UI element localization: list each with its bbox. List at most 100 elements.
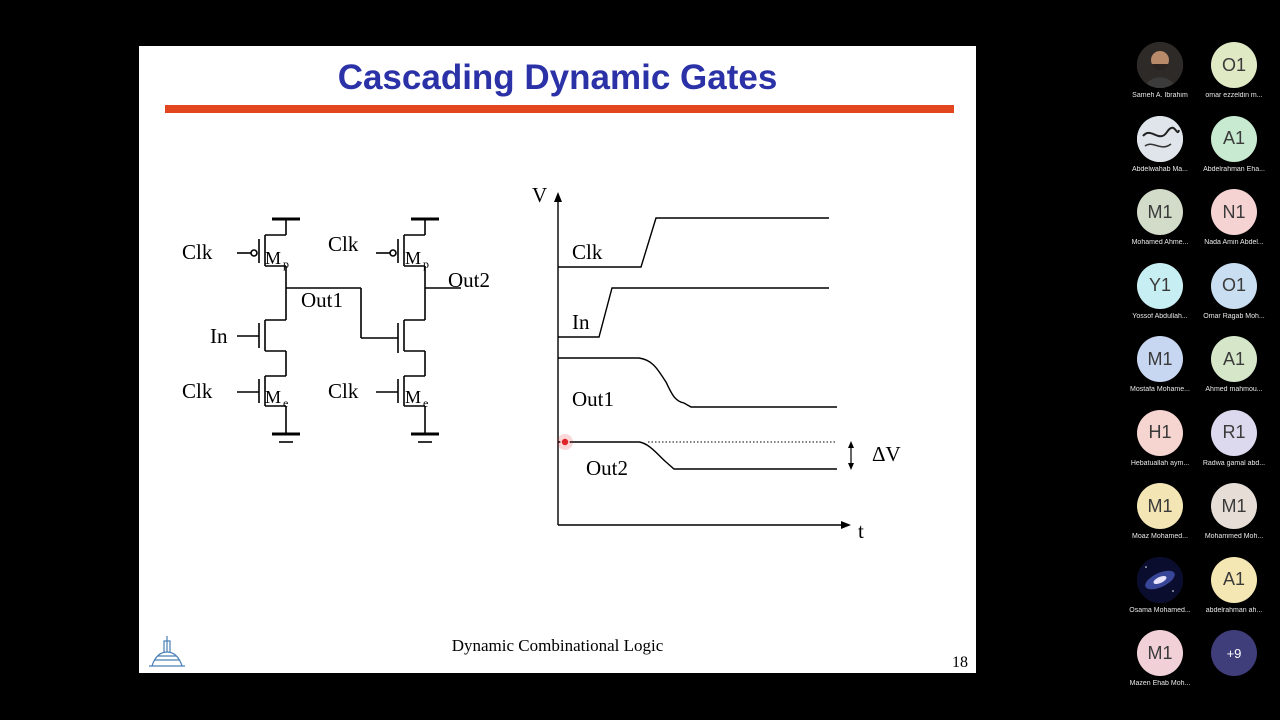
title-rule bbox=[165, 105, 954, 113]
clk-label-gate2-top: Clk bbox=[328, 232, 359, 256]
participant-name: Radwa gamal abd... bbox=[1202, 459, 1266, 467]
participant-name: abdelrahman ah... bbox=[1205, 606, 1263, 614]
v-axis-label: V bbox=[532, 183, 547, 207]
participant-tile[interactable]: O1 omar ezzeldin m... bbox=[1198, 42, 1270, 112]
avatar-initials: A1 bbox=[1222, 128, 1246, 148]
mp-label-gate1: M bbox=[265, 248, 281, 268]
participant-tile[interactable]: A1 abdelrahman ah... bbox=[1198, 556, 1270, 627]
dynamic-gate-1 bbox=[237, 217, 361, 443]
avatar: M1 bbox=[1211, 483, 1257, 529]
me-sub-gate1: e bbox=[283, 396, 288, 410]
more-participants-button[interactable]: +9 bbox=[1198, 630, 1270, 700]
in-waveform bbox=[558, 287, 829, 338]
avatar-initials: A1 bbox=[1222, 348, 1246, 369]
participant-name: Ahmed mahmou... bbox=[1205, 386, 1263, 393]
avatar-initials: M1 bbox=[1221, 495, 1247, 516]
avatar-initials: O1 bbox=[1221, 275, 1246, 295]
avatar: M1 bbox=[1137, 336, 1183, 382]
calligraphy-photo bbox=[1137, 115, 1183, 162]
avatar: +9 bbox=[1211, 630, 1257, 676]
delta-v-label: ΔV bbox=[872, 442, 901, 466]
participant-name: Moaz Mohamed... bbox=[1131, 533, 1189, 540]
in-wave-label: In bbox=[572, 310, 590, 334]
me-label-gate2: M bbox=[405, 387, 421, 407]
participant-name: Omar Ragab Moh... bbox=[1203, 312, 1265, 320]
participant-tile[interactable]: Osama Mohamed... bbox=[1124, 556, 1196, 627]
slide-title: Cascading Dynamic Gates bbox=[337, 58, 778, 97]
avatar-initials: N1 bbox=[1222, 201, 1246, 222]
avatar-initials: M1 bbox=[1147, 495, 1173, 516]
t-axis-label: t bbox=[858, 519, 864, 543]
avatar-initials: R1 bbox=[1222, 422, 1246, 442]
clk-label-gate2-bottom: Clk bbox=[328, 379, 359, 403]
avatar-initials: M1 bbox=[1147, 642, 1173, 663]
participant-name: Sameh A. Ibrahim bbox=[1132, 92, 1188, 99]
participant-name: Abdelwahab Ma... bbox=[1131, 165, 1189, 173]
avatar: R1 bbox=[1211, 409, 1257, 456]
slide-diagrams: Clk M p In Clk M e Out1 Clk M p Clk M e … bbox=[182, 183, 901, 543]
person-photo bbox=[1137, 42, 1183, 88]
clk-label-gate1-top: Clk bbox=[182, 240, 213, 264]
avatar: Y1 bbox=[1137, 262, 1183, 309]
galaxy-photo bbox=[1137, 556, 1183, 603]
avatar: M1 bbox=[1137, 483, 1183, 529]
avatar: M1 bbox=[1137, 189, 1183, 235]
out1-label-schematic: Out1 bbox=[301, 288, 343, 312]
clk-wave-label: Clk bbox=[572, 240, 603, 264]
participant-name: Mostafa Mohame... bbox=[1130, 386, 1190, 393]
in-label: In bbox=[210, 324, 228, 348]
participant-tile[interactable]: Sameh A. Ibrahim bbox=[1124, 42, 1196, 112]
mp-sub-gate2: p bbox=[423, 257, 429, 271]
timing-diagram bbox=[554, 192, 854, 529]
mp-sub-gate1: p bbox=[283, 257, 289, 271]
participant-tile[interactable]: Abdelwahab Ma... bbox=[1124, 115, 1196, 186]
out1-wave-label: Out1 bbox=[572, 387, 614, 411]
participant-name: Yossof Abdullah... bbox=[1132, 312, 1188, 320]
avatar: A1 bbox=[1211, 556, 1257, 603]
avatar: A1 bbox=[1211, 115, 1257, 162]
mp-label-gate2: M bbox=[405, 248, 421, 268]
avatar-initials: +9 bbox=[1226, 645, 1242, 661]
me-sub-gate2: e bbox=[423, 396, 428, 410]
avatar-initials: Y1 bbox=[1148, 275, 1172, 295]
avatar: H1 bbox=[1137, 409, 1183, 456]
clk-waveform bbox=[558, 217, 829, 268]
participant-name: omar ezzeldin m... bbox=[1205, 92, 1263, 99]
out2-waveform bbox=[558, 441, 837, 470]
laser-pointer bbox=[557, 434, 573, 450]
participant-name: Abdelrahman Eha... bbox=[1203, 165, 1265, 173]
avatar: M1 bbox=[1137, 630, 1183, 676]
avatar-initials: M1 bbox=[1147, 348, 1173, 369]
avatar-initials: A1 bbox=[1222, 569, 1246, 589]
avatar: A1 bbox=[1211, 336, 1257, 382]
me-label-gate1: M bbox=[265, 387, 281, 407]
avatar: O1 bbox=[1211, 42, 1257, 88]
avatar-initials: O1 bbox=[1221, 54, 1246, 75]
presentation-slide: Cascading Dynamic Gates bbox=[139, 46, 976, 673]
university-logo bbox=[149, 636, 185, 667]
clk-label-gate1-bottom: Clk bbox=[182, 379, 213, 403]
out2-wave-label: Out2 bbox=[586, 456, 628, 480]
slide-footer: Dynamic Combinational Logic bbox=[451, 636, 664, 655]
participant-name: Mazen Ehab Moh... bbox=[1129, 680, 1191, 687]
dynamic-gate-2 bbox=[360, 217, 461, 443]
avatar-initials: M1 bbox=[1147, 201, 1173, 222]
avatar: O1 bbox=[1211, 262, 1257, 309]
avatar-initials: H1 bbox=[1148, 422, 1172, 442]
slide-number: 18 bbox=[952, 654, 968, 671]
participant-name: Osama Mohamed... bbox=[1129, 606, 1191, 614]
participant-name: Mohamed Ahme... bbox=[1131, 239, 1189, 246]
participant-name: Hebatuallah aym... bbox=[1130, 459, 1190, 467]
